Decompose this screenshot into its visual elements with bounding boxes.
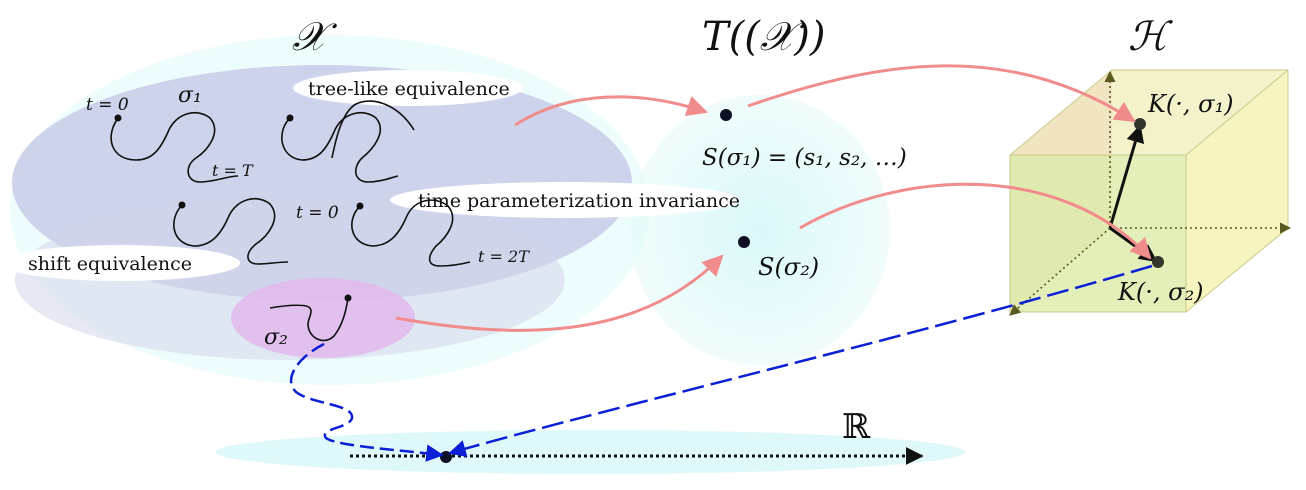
- real-line-label: ℝ: [842, 407, 871, 447]
- time-param-label-bubble: [390, 182, 740, 218]
- blue-dashed-from-sigma2: [289, 342, 444, 462]
- blue-dashed-from-kernel: [448, 264, 1153, 458]
- cube-front-face: [1010, 155, 1186, 312]
- signature-label-sigma1: S(σ₁) = (s₁, s₂, …): [702, 145, 907, 171]
- path-reparam-start-dot: [356, 202, 364, 210]
- sigma2-pink-ellipse: [231, 278, 415, 358]
- hilbert-space-title: ℋ: [1128, 14, 1173, 60]
- path-shifted: [173, 197, 289, 265]
- label-t2T: t = 2T: [478, 247, 530, 266]
- kernel-label-sigma2: K(·, σ₂): [1117, 278, 1204, 306]
- kernel-point-sigma2: [1152, 256, 1164, 268]
- label-t0-b: t = 0: [296, 203, 339, 223]
- path-tree-like-start-dot: [286, 114, 294, 122]
- arrow-path-to-signature-2: [395, 254, 724, 332]
- label-sigma2: σ₂: [264, 325, 288, 350]
- label-tT: t = T: [212, 161, 254, 180]
- label-t0-a: t = 0: [86, 95, 129, 115]
- path-sigma2: [269, 297, 349, 342]
- signature-point-sigma1: [720, 109, 732, 121]
- cube-right-face: [1186, 70, 1288, 312]
- tensor-space-title: T((𝒳)): [702, 14, 826, 60]
- path-reparam: [351, 199, 471, 267]
- path-sigma1-start-dot: [114, 114, 122, 122]
- time-param-label: time parameterization invariance: [418, 190, 740, 212]
- signature-point-sigma2: [738, 236, 750, 248]
- signature-label-sigma2: S(σ₂): [758, 253, 819, 281]
- path-sigma2-end-dot: [344, 294, 352, 302]
- kernel-label-sigma1: K(·, σ₁): [1147, 90, 1234, 118]
- label-sigma1: σ₁: [178, 83, 202, 108]
- tree-like-label-bubble: [293, 70, 523, 106]
- x-space-lower-ellipse: [15, 200, 565, 360]
- path-sigma1: [110, 111, 239, 183]
- path-tree-like-b: [331, 100, 415, 159]
- real-line-cyan-blob: [215, 430, 965, 474]
- path-tree-like-a: [281, 111, 399, 183]
- shift-label-bubble: [0, 245, 240, 281]
- kernel-vector-sigma1: [1108, 124, 1145, 229]
- arrow-signature-to-kernel-2: [799, 182, 1152, 260]
- shift-label: shift equivalence: [28, 253, 192, 275]
- path-shifted-start-dot: [178, 201, 186, 209]
- arrow-signature-to-kernel-1: [747, 64, 1136, 123]
- tensor-space-cyan-blob: [630, 95, 890, 365]
- arrow-path-to-signature-1: [514, 95, 708, 127]
- path-group: [110, 100, 471, 342]
- tree-like-label: tree-like equivalence: [308, 78, 510, 100]
- kernel-point-sigma1: [1134, 118, 1146, 130]
